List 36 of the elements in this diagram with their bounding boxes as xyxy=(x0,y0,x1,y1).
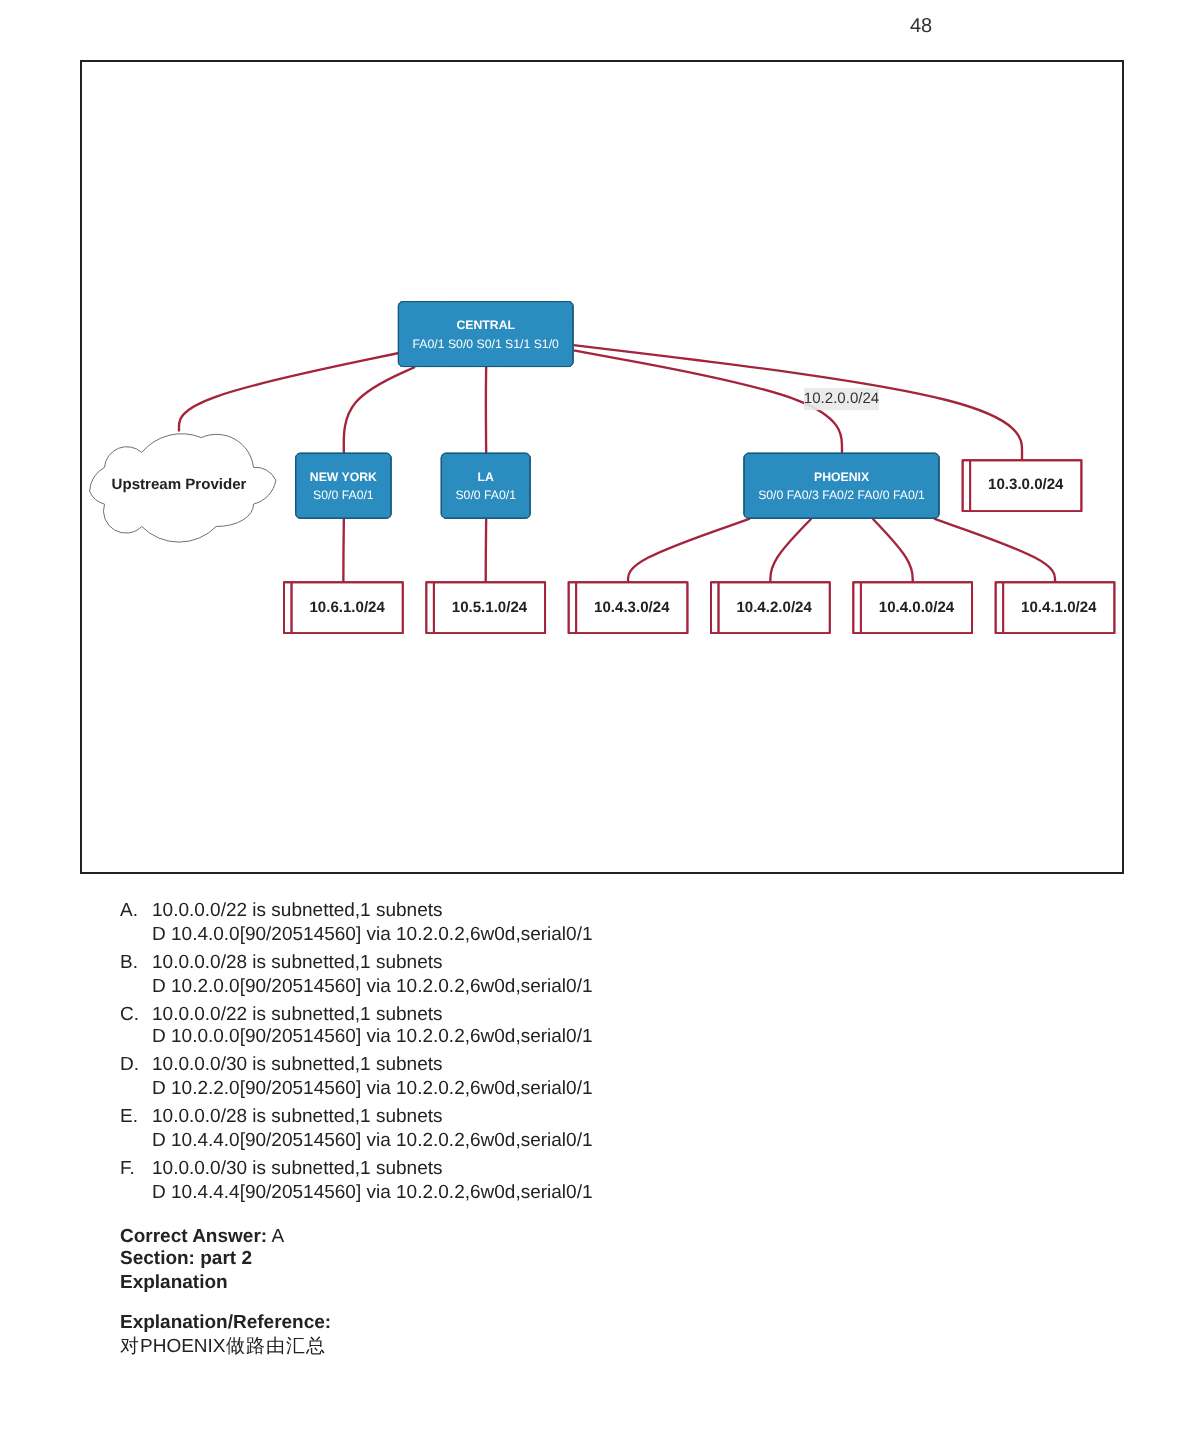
option-text: 10.0.0.0/28 is subnetted,1 subnets xyxy=(152,951,445,976)
option-text: 10.0.0.0/28 is subnetted,1 subnets xyxy=(152,1106,445,1130)
connector xyxy=(177,351,400,432)
answer-heading: Correct Answer: xyxy=(120,1225,268,1247)
page-number: 48 xyxy=(910,16,933,38)
option-letter: B. xyxy=(120,951,140,978)
connector xyxy=(573,343,1024,460)
option-text: 10.0.0.0/22 is subnetted,1 subnets xyxy=(152,1003,445,1027)
reference-heading: Explanation/Reference: xyxy=(120,1312,334,1336)
connector xyxy=(484,518,488,582)
option-letter: E. xyxy=(120,1106,140,1132)
option-text: 10.0.0.0/30 is subnetted,1 subnets xyxy=(152,1054,445,1079)
option-letter: C. xyxy=(120,1003,141,1029)
connector xyxy=(573,348,844,454)
connector xyxy=(626,517,751,582)
option-text: D 10.2.0.0[90/20514560] via 10.2.0.2,6w0d,serial0/1 xyxy=(152,975,593,999)
connector xyxy=(342,518,346,582)
option-text: D 10.0.0.0[90/20514560] via 10.2.0.2,6w0d,serial0/1 xyxy=(152,1026,593,1051)
option-text: 10.0.0.0/30 is subnetted,1 subnets xyxy=(152,1157,445,1182)
option-text: D 10.4.4.4[90/20514560] via 10.2.0.2,6w0d,serial0/1 xyxy=(152,1181,593,1205)
connector xyxy=(342,365,416,454)
section-text: Section: part 2 xyxy=(120,1248,254,1273)
option-text: 10.0.0.0/22 is subnetted,1 subnets xyxy=(152,900,445,924)
connector xyxy=(871,517,914,582)
option-letter: F. xyxy=(120,1157,137,1184)
option-letter: A. xyxy=(120,900,140,926)
explanation-heading: Explanation xyxy=(120,1272,230,1297)
option-letter: D. xyxy=(120,1054,141,1081)
option-text: D 10.2.2.0[90/20514560] via 10.2.0.2,6w0d,serial0/1 xyxy=(152,1078,593,1102)
connector xyxy=(769,517,813,582)
option-text: D 10.4.0.0[90/20514560] via 10.2.0.2,6w0d,serial0/1 xyxy=(152,923,593,948)
answer-value: A xyxy=(271,1225,285,1247)
explanation-text: 对PHOENIX做路由汇总 xyxy=(120,1336,328,1360)
option-text: D 10.4.4.0[90/20514560] via 10.2.0.2,6w0d,serial0/1 xyxy=(152,1129,593,1154)
connector xyxy=(933,517,1057,582)
connector xyxy=(484,366,488,454)
